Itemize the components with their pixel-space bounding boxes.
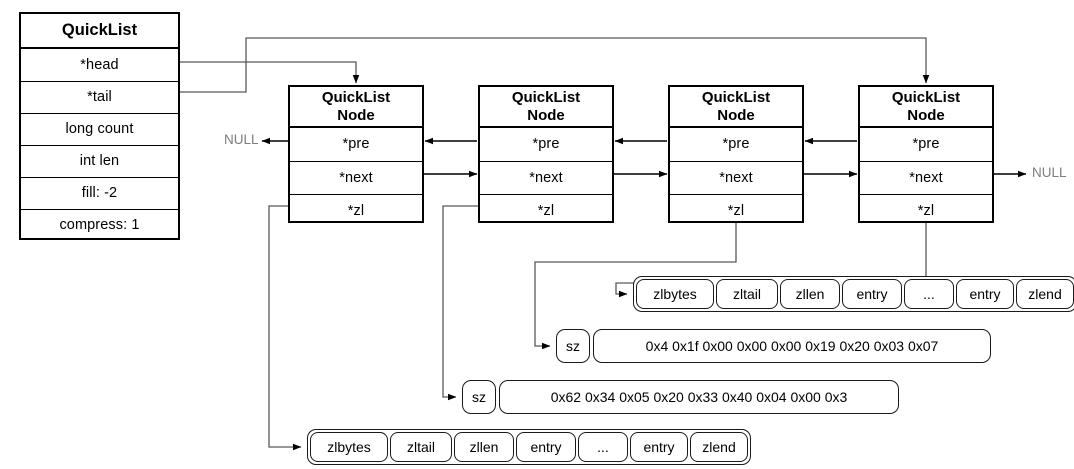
node-2-header-line2: Node <box>527 106 565 124</box>
ziplist-top-cell-zlbytes: zlbytes <box>636 279 714 309</box>
ziplist-top-cell-ellipsis: ... <box>904 279 954 309</box>
sz-row-1-label: sz <box>556 329 590 363</box>
ziplist-top-cell-zltail: zltail <box>716 279 778 309</box>
wire-head-to-node1 <box>180 61 360 84</box>
node-1-field-next: *next <box>290 161 422 194</box>
sz-row-2: sz 0x62 0x34 0x05 0x20 0x33 0x40 0x04 0x… <box>462 380 899 414</box>
node-2-field-zl: *zl <box>480 194 612 227</box>
node-2-header-line1: QuickList <box>511 88 581 106</box>
node-2-field-next: *next <box>480 161 612 194</box>
node-1-header-line2: Node <box>337 106 375 124</box>
quicklist-field-len: int len <box>21 145 178 177</box>
node-3-header-line1: QuickList <box>701 88 771 106</box>
node-3-field-zl: *zl <box>670 194 802 227</box>
null-label-right: NULL <box>1032 165 1067 180</box>
sz-row-2-label: sz <box>462 380 496 414</box>
quicklist-node-4-header: QuickList Node <box>860 87 992 128</box>
node-1-field-zl: *zl <box>290 194 422 227</box>
ziplist-top-cell-zlend: zlend <box>1016 279 1074 309</box>
null-label-left: NULL <box>224 132 259 147</box>
quicklist-node-3: QuickList Node *pre *next *zl <box>668 85 804 223</box>
node-1-field-pre: *pre <box>342 136 370 153</box>
sz-row-2-value: 0x62 0x34 0x05 0x20 0x33 0x40 0x04 0x00 … <box>499 380 899 414</box>
ziplist-top-cell-entry-2: entry <box>956 279 1014 309</box>
node-1-header-line1: QuickList <box>321 88 391 106</box>
node-3-header-line2: Node <box>717 106 755 124</box>
ziplist-bottom-cell-ellipsis: ... <box>578 432 628 462</box>
node-4-field-zl: *zl <box>860 194 992 227</box>
sz-row-1-value: 0x4 0x1f 0x00 0x00 0x00 0x19 0x20 0x03 0… <box>593 329 991 363</box>
ziplist-top: zlbytes zltail zllen entry ... entry zle… <box>633 276 1074 312</box>
ziplist-top-cell-entry-1: entry <box>842 279 902 309</box>
node-3-field-pre: *pre <box>722 136 750 153</box>
quicklist-field-head: *head <box>80 56 119 73</box>
ziplist-bottom-cell-zlbytes: zlbytes <box>310 432 388 462</box>
quicklist-node-1: QuickList Node *pre *next *zl <box>288 85 424 223</box>
quicklist-node-1-header: QuickList Node <box>290 87 422 128</box>
node-4-header-line2: Node <box>907 106 945 124</box>
ziplist-bottom-cell-zlend: zlend <box>690 432 748 462</box>
ziplist-top-cell-zllen: zllen <box>780 279 840 309</box>
quicklist-field-compress: compress: 1 <box>21 209 178 241</box>
node-4-field-next: *next <box>860 161 992 194</box>
quicklist-node-4: QuickList Node *pre *next *zl <box>858 85 994 223</box>
quicklist-field-fill: fill: -2 <box>21 177 178 209</box>
quicklist-node-3-header: QuickList Node <box>670 87 802 128</box>
wire-node2-zl-sz2 <box>442 205 478 401</box>
ziplist-bottom-cell-entry-1: entry <box>516 432 576 462</box>
quicklist-struct: QuickList *head *tail long count int len… <box>19 12 180 240</box>
quicklist-field-tail: *tail <box>21 81 178 113</box>
ziplist-bottom: zlbytes zltail zllen entry ... entry zle… <box>307 429 751 465</box>
quicklist-field-count: long count <box>21 113 178 145</box>
node-3-field-next: *next <box>670 161 802 194</box>
node-2-field-pre: *pre <box>532 136 560 153</box>
quicklist-node-2: QuickList Node *pre *next *zl <box>478 85 614 223</box>
wire-node1-zl-ziplist-bottom <box>268 205 302 451</box>
wire-tail-to-node4 <box>180 37 930 93</box>
sz-row-1: sz 0x4 0x1f 0x00 0x00 0x00 0x19 0x20 0x0… <box>556 329 991 363</box>
ziplist-bottom-cell-zltail: zltail <box>390 432 452 462</box>
node-4-field-pre: *pre <box>912 136 940 153</box>
node-4-header-line1: QuickList <box>891 88 961 106</box>
quicklist-node-2-header: QuickList Node <box>480 87 612 128</box>
quicklist-header: QuickList <box>21 14 178 49</box>
ziplist-bottom-cell-zllen: zllen <box>454 432 514 462</box>
ziplist-bottom-cell-entry-2: entry <box>630 432 688 462</box>
